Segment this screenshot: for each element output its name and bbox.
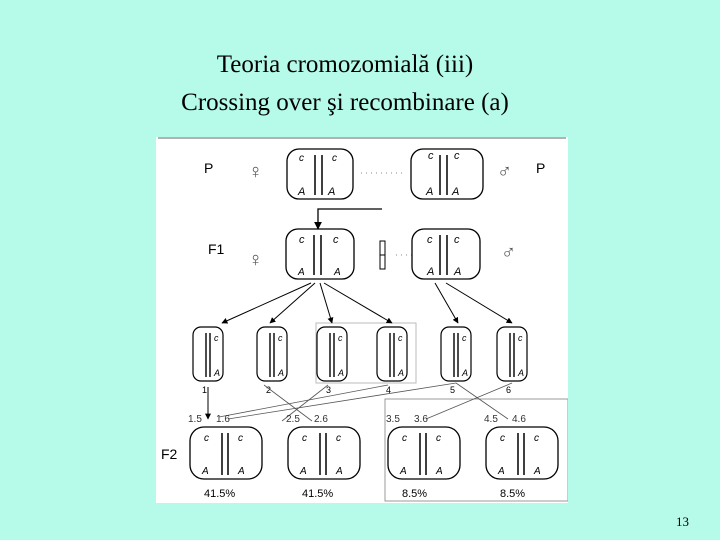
- allele-c: c: [454, 234, 460, 246]
- allele-c: c: [299, 234, 305, 246]
- gamete-number: 1: [202, 385, 207, 395]
- arrow-to-gamete-1: [222, 283, 311, 323]
- allele-a: A: [517, 368, 524, 378]
- f2-origin: 2.5: [286, 414, 300, 425]
- f2-percentage: 8.5%: [402, 488, 427, 500]
- f2-origin: 4.6: [512, 414, 526, 425]
- label-f1: F1: [208, 241, 225, 257]
- allele-a: A: [451, 186, 459, 198]
- f2-origin: 1.5: [188, 414, 202, 425]
- arrow-gamete-to-f2: [426, 383, 512, 419]
- gamete-4: cA4: [377, 327, 407, 395]
- f1-male-cell: c c A A: [412, 229, 480, 279]
- recombinant-offspring-frame: [385, 399, 568, 501]
- f1-chromosome-pair: [380, 241, 385, 269]
- allele-a: A: [297, 267, 305, 278]
- allele-a: A: [299, 466, 307, 477]
- allele-a: A: [297, 186, 305, 198]
- allele-a: A: [333, 267, 341, 278]
- allele-a: A: [337, 368, 344, 378]
- p-male-cell: c c A A: [411, 149, 483, 199]
- arrow-gamete-to-f2: [219, 385, 388, 417]
- allele-c: c: [332, 153, 337, 164]
- f2-origin: 1.6: [216, 414, 230, 425]
- allele-a: A: [399, 466, 407, 477]
- allele-c: c: [427, 234, 433, 246]
- male-icon-p: ♂: [497, 161, 512, 183]
- f2-percentage: 41.5%: [204, 488, 235, 500]
- f2-origin: 3.6: [414, 414, 428, 425]
- label-p-right: P: [536, 160, 545, 176]
- male-icon-f1: ♂: [501, 242, 516, 264]
- allele-c: c: [398, 333, 403, 343]
- allele-c: c: [336, 433, 341, 444]
- f2-percentage: 41.5%: [302, 488, 333, 500]
- f2-origin: 3.5: [386, 414, 400, 425]
- allele-a: A: [327, 186, 335, 198]
- allele-a: A: [201, 466, 209, 477]
- gamete-6: cA6: [497, 327, 527, 395]
- allele-a: A: [453, 266, 461, 278]
- f2-percentage: 8.5%: [500, 488, 525, 500]
- arrow-to-gamete-6: [446, 283, 512, 323]
- gamete-number: 6: [506, 385, 511, 395]
- arrow-to-gamete-4: [324, 283, 392, 323]
- allele-a: A: [533, 466, 541, 477]
- allele-c: c: [402, 433, 407, 444]
- arrow-to-gamete-2: [270, 283, 315, 323]
- gamete-1: cA1: [193, 327, 223, 395]
- allele-a: A: [497, 466, 505, 477]
- arrow-to-gamete-5: [435, 283, 458, 323]
- allele-c: c: [204, 433, 209, 444]
- allele-c: c: [436, 433, 441, 444]
- allele-c: c: [238, 433, 243, 444]
- f1-female-cell: c c A A: [286, 229, 354, 279]
- allele-c: c: [338, 333, 343, 343]
- gamete-2: cA2: [257, 327, 287, 395]
- allele-a: A: [213, 368, 220, 378]
- allele-c: c: [302, 433, 307, 444]
- arrow-to-gamete-3: [320, 283, 332, 323]
- arrow-p-to-f1: [318, 209, 382, 229]
- f2-cell-3: 3.5 3.6 c cA A 8.5%: [386, 414, 460, 500]
- allele-a: A: [335, 466, 343, 477]
- allele-c: c: [428, 150, 434, 162]
- allele-c: c: [500, 433, 505, 444]
- female-icon-f1: ♀: [248, 249, 263, 271]
- allele-c: c: [534, 433, 539, 444]
- arrow-gamete-to-f2: [456, 383, 508, 419]
- female-icon-p: ♀: [248, 161, 263, 183]
- label-f2: F2: [161, 446, 178, 462]
- crossing-over-diagram: P P F1 F2 ♀ ♂ ♀ ♂ c c A A c c A A c c A …: [156, 137, 568, 503]
- allele-a: A: [237, 466, 245, 477]
- allele-a: A: [461, 368, 468, 378]
- f2-origin: 4.5: [484, 414, 498, 425]
- allele-c: c: [462, 333, 467, 343]
- allele-c: c: [454, 150, 460, 162]
- label-p-left: P: [204, 160, 213, 176]
- allele-a: A: [435, 466, 443, 477]
- allele-a: A: [425, 186, 433, 198]
- allele-c: c: [299, 153, 304, 164]
- allele-a: A: [277, 368, 284, 378]
- f2-cell-4: 4.5 4.6 c cA A 8.5%: [484, 414, 558, 500]
- allele-c: c: [214, 333, 219, 343]
- gamete-3: cA3: [317, 327, 347, 395]
- page-number: 13: [676, 514, 689, 530]
- p-female-cell: c c A A: [287, 149, 353, 199]
- f2-origin: 2.6: [314, 414, 328, 425]
- gamete-number: 3: [326, 385, 331, 395]
- allele-c: c: [518, 333, 523, 343]
- slide-title-line-2: Crossing over şi recombinare (a): [0, 88, 690, 118]
- allele-a: A: [426, 266, 434, 278]
- allele-c: c: [278, 333, 283, 343]
- allele-c: c: [333, 234, 339, 246]
- slide-title-line-1: Teoria cromozomială (iii): [0, 50, 690, 80]
- gamete-number: 5: [450, 385, 455, 395]
- allele-a: A: [397, 368, 404, 378]
